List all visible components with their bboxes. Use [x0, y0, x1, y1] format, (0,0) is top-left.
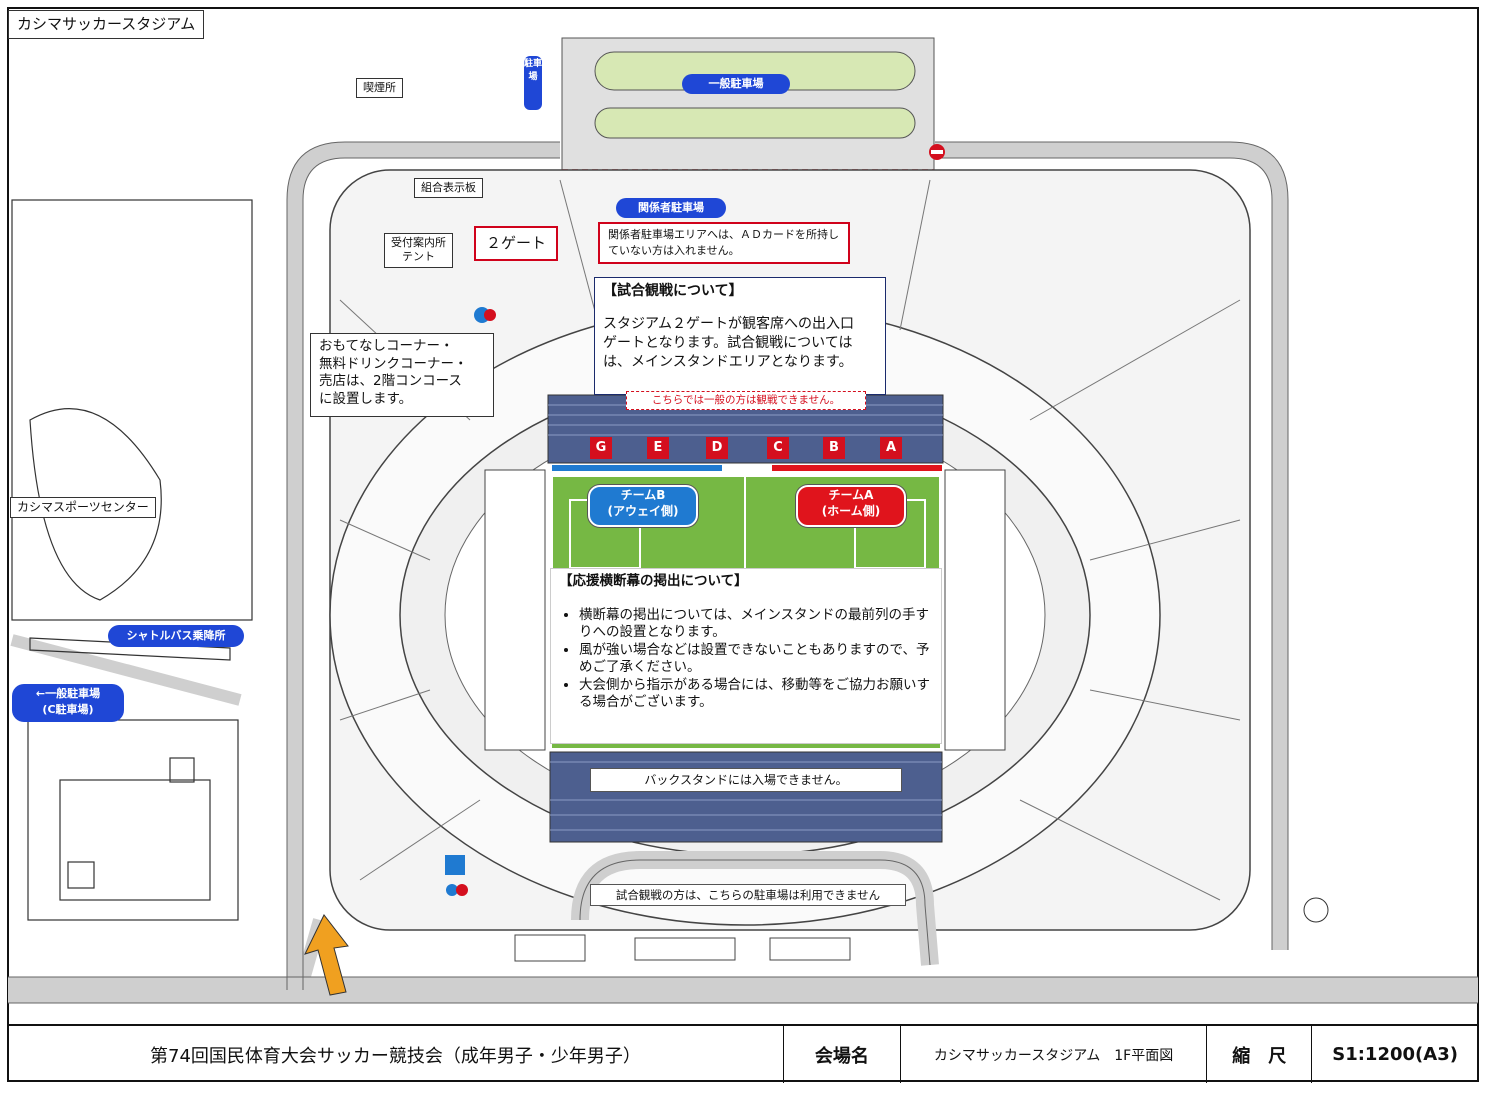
entrance-arrow-icon: [304, 914, 349, 996]
general-parking-c-line1: ←一般駐車場: [35, 687, 101, 700]
gate2-label: ２ゲート: [474, 226, 559, 261]
ad-card-notice: 関係者駐車場エリアへは、ＡＤカードを所持していない方は入れません。: [598, 222, 850, 264]
seat-block-d: D: [706, 437, 728, 459]
general-parking-c-line2: (C駐車場): [42, 703, 94, 716]
main-stand-restriction: こちらでは一般の方は観戦できません。: [626, 391, 866, 410]
team-b-name: チームB: [620, 488, 666, 502]
seat-block-c: C: [767, 437, 789, 459]
seat-block-e: E: [647, 437, 669, 459]
hospitality-line-4: に設置します。: [319, 390, 413, 407]
sports-center-label: カシマスポーツセンター: [10, 497, 156, 518]
banner-note-item-3: 大会側から指示がある場合には、移動等をご協力お願いする場合がございます。: [579, 677, 933, 712]
seat-block-g: G: [590, 437, 612, 459]
reception-line-2: テント: [402, 250, 435, 264]
watching-note: 【試合観戦について】 スタジアム２ゲートが観客席への出入口 ゲートとなります。試…: [594, 277, 886, 395]
roads: [8, 142, 1478, 1003]
team-b-side: (アウェイ側): [607, 504, 679, 519]
combo-board-label: 組合表示板: [414, 178, 483, 198]
general-parking-pill: 一般駐車場: [682, 74, 790, 94]
header-title: カシマサッカースタジアム: [8, 10, 205, 39]
watching-note-line-1: スタジアム２ゲートが観客席への出入口: [603, 315, 855, 332]
seat-block-a: A: [880, 437, 902, 459]
venue-label: 会場名: [784, 1026, 901, 1083]
team-a-name: チームA: [828, 488, 874, 502]
venue-name: カシマサッカースタジアム 1F平面図: [901, 1026, 1208, 1083]
team-b-badge: チームB (アウェイ側): [588, 485, 698, 527]
watching-note-line-3: は、メインスタンドエリアとなります。: [603, 353, 853, 370]
accessibility-icon: [445, 855, 465, 875]
team-a-side: (ホーム側): [821, 504, 881, 519]
bottom-parking-loop: [514, 851, 939, 966]
scale-label: 縮 尺: [1207, 1026, 1313, 1083]
scale-value: S1:1200(A3): [1332, 1044, 1458, 1065]
toilet-icon: [474, 307, 496, 323]
hospitality-line-1: おもてなしコーナー・: [319, 338, 454, 354]
title-block: 第74回国民体育大会サッカー競技会（成年男子・少年男子） 会場名 カシマサッカー…: [8, 1024, 1478, 1083]
reception-tent-label: 受付案内所 テント: [384, 233, 453, 268]
roads-outline: [8, 141, 1478, 1004]
toilet-icon-south: [446, 884, 468, 896]
seat-block-b: B: [823, 437, 845, 459]
banner-note-item-1: 横断幕の掲出については、メインスタンドの最前列の手すりへの設置となります。: [579, 607, 933, 642]
side-parking-tag: 駐車場: [524, 56, 542, 110]
general-parking-c-pill: ←一般駐車場 (C駐車場): [12, 684, 124, 722]
cheering-station-label: 喫煙所: [356, 78, 403, 98]
banner-note-item-2: 風が強い場合などは設置できないこともありますので、予めご了承ください。: [579, 642, 933, 677]
watching-note-title: 【試合観戦について】: [603, 283, 743, 299]
shuttle-bus-pill: シャトルバス乗降所: [108, 625, 244, 647]
banner-note-list: 横断幕の掲出については、メインスタンドの最前列の手すりへの設置となります。 風が…: [559, 607, 933, 712]
banner-note: 【応援横断幕の掲出について】 横断幕の掲出については、メインスタンドの最前列の手…: [550, 568, 942, 744]
reception-line-1: 受付案内所: [391, 236, 446, 249]
event-title: 第74回国民体育大会サッカー競技会（成年男子・少年男子）: [8, 1026, 784, 1083]
hospitality-line-3: 売店は、2階コンコース: [319, 373, 462, 390]
team-a-badge: チームA (ホーム側): [796, 485, 906, 527]
hospitality-note: おもてなしコーナー・ 無料ドリンクコーナー・ 売店は、2階コンコース に設置しま…: [310, 333, 494, 417]
parking-not-available-notice: 試合観戦の方は、こちらの駐車場は利用できません: [590, 884, 906, 906]
banner-note-title: 【応援横断幕の掲出について】: [559, 573, 748, 589]
watching-note-line-2: ゲートとなります。試合観戦については: [603, 334, 853, 351]
staff-parking-pill: 関係者駐車場: [616, 198, 726, 218]
north-arrow-icon: [1303, 897, 1329, 923]
hospitality-line-2: 無料ドリンクコーナー・: [319, 355, 468, 372]
back-stand-notice: バックスタンドには入場できません。: [590, 768, 902, 792]
